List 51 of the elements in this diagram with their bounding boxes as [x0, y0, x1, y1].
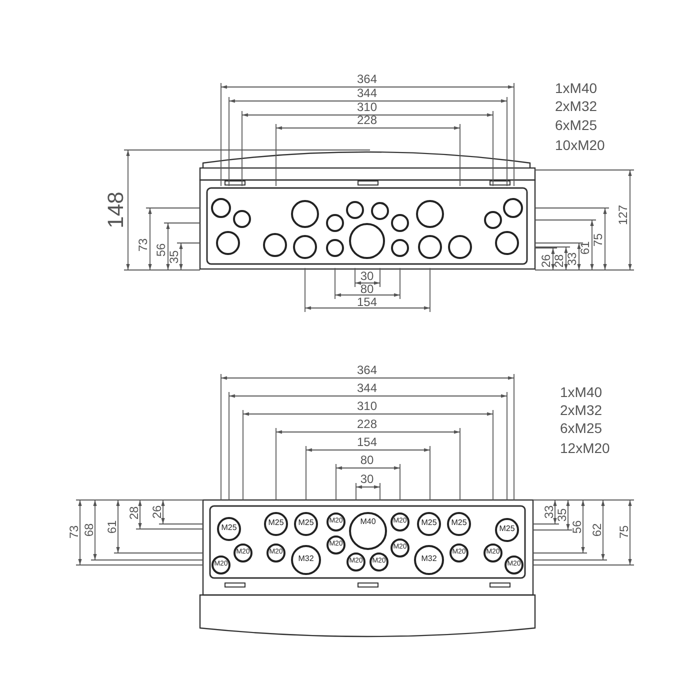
hole-label: M25	[268, 519, 284, 527]
dimension-value: 30	[360, 270, 374, 282]
hole-label: M40	[360, 518, 376, 526]
gland-count-text: 6xM25	[555, 118, 598, 132]
gland-count-text: 2xM32	[560, 403, 602, 417]
dimension-value: 127	[617, 204, 629, 226]
dimension-value: 75	[592, 233, 604, 247]
dimension-value: 30	[360, 473, 374, 485]
dimension-value: 62	[591, 523, 603, 537]
dimension-value: 75	[618, 525, 630, 539]
dimension-value: 344	[356, 87, 378, 99]
dimension-value: 310	[356, 400, 378, 412]
hole-label: M32	[298, 555, 314, 563]
dimension-value: 68	[83, 523, 95, 537]
hole-label: M32	[421, 555, 437, 563]
dimension-value: 80	[360, 454, 374, 466]
gland-count-text: 2xM32	[555, 99, 598, 113]
dimension-value: 61	[579, 241, 591, 255]
hole-label: M25	[499, 525, 515, 533]
gland-count-text: 6xM25	[560, 421, 602, 435]
gland-count-text: 1xM40	[560, 385, 602, 399]
dimension-value: 28	[128, 506, 140, 520]
dimension-value: 310	[356, 101, 378, 113]
gland-count-text: 10xM20	[555, 138, 605, 152]
hole-label: M25	[451, 519, 467, 527]
gland-count-text: 1xM40	[555, 81, 598, 95]
dimension-value: 344	[356, 382, 378, 394]
dimension-value: 148	[105, 192, 127, 228]
dimension-value: 26	[151, 505, 163, 519]
dimension-value: 35	[556, 508, 568, 522]
dimension-value: 228	[356, 114, 378, 126]
dimension-value: 35	[168, 250, 180, 264]
dimension-value: 56	[155, 243, 167, 257]
dimension-value: 154	[356, 436, 378, 448]
dimension-value: 56	[571, 520, 583, 534]
dimension-value: 364	[356, 73, 378, 85]
hole-label: M25	[421, 519, 437, 527]
hole-label: M25	[221, 524, 237, 532]
dimension-value: 73	[68, 525, 80, 539]
dimension-value: 80	[360, 283, 374, 295]
dimension-value: 28	[553, 254, 565, 268]
dimension-value: 33	[543, 505, 555, 519]
dimension-value: 26	[540, 254, 552, 268]
dimension-value: 228	[356, 418, 378, 430]
dimension-value: 154	[356, 296, 378, 308]
dimension-value: 61	[106, 520, 118, 534]
dimension-value: 73	[137, 238, 149, 252]
gland-count-text: 12xM20	[560, 441, 610, 455]
dimension-value: 364	[356, 364, 378, 376]
hole-label: M25	[298, 519, 314, 527]
dimension-value: 33	[566, 252, 578, 266]
